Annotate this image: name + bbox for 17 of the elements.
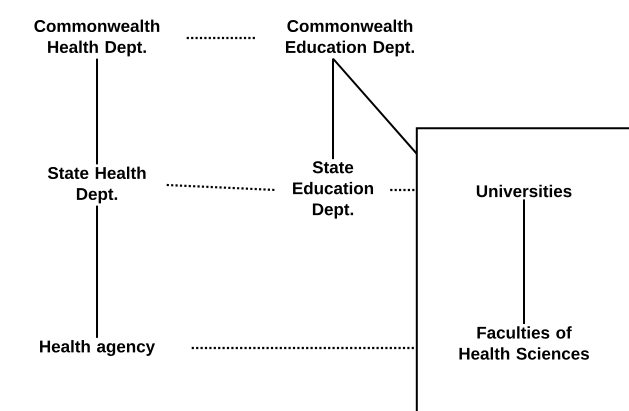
dotted-line <box>192 346 417 350</box>
node-label: Universities <box>476 184 572 198</box>
dotted-line <box>186 36 256 40</box>
node-label: Health agency <box>40 340 155 356</box>
connector-line <box>96 58 98 164</box>
connector-line <box>96 206 98 338</box>
dotted-line <box>390 188 417 192</box>
connector-line <box>332 58 418 154</box>
node-label: State Education Dept. <box>293 161 374 219</box>
node-label: Commonwealth Education Dept. <box>286 20 414 56</box>
connector-line <box>523 199 525 324</box>
dotted-line <box>166 184 276 192</box>
connector-line <box>332 58 334 160</box>
node-label: Faculties of Health Sciences <box>459 326 589 360</box>
node-label: State Health Dept. <box>48 166 146 204</box>
open-frame <box>416 127 629 411</box>
node-label: Commonwealth Health Dept. <box>34 20 160 56</box>
